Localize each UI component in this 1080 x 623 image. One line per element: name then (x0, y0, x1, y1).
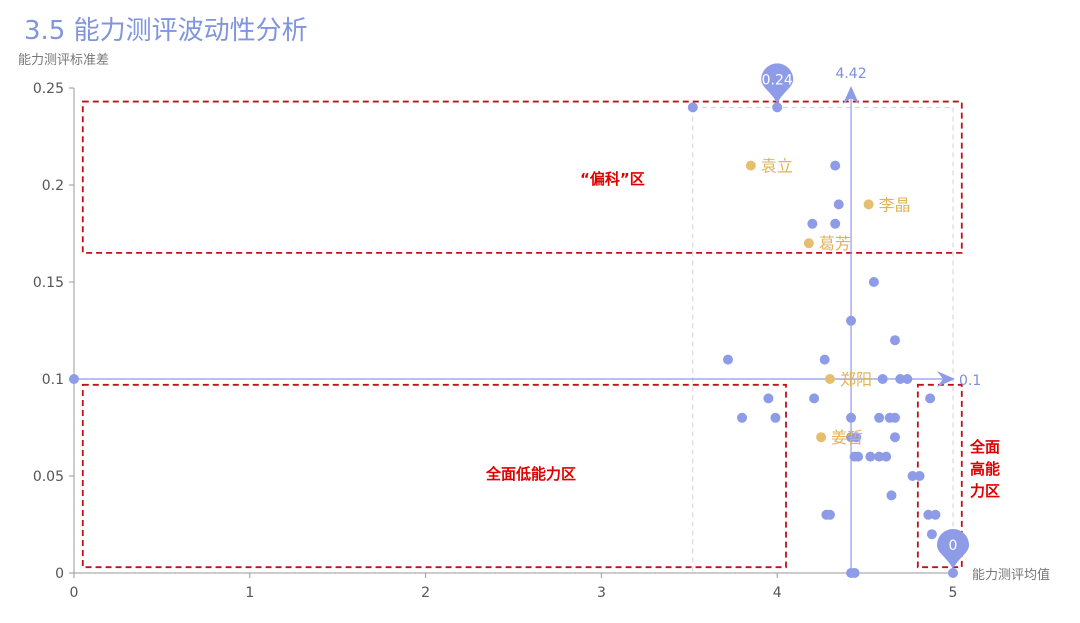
data-point (819, 354, 830, 365)
highlight-label: 郑阳 (840, 370, 872, 389)
y-tick-label: 0.25 (33, 81, 64, 97)
data-point (687, 102, 698, 113)
highlight-label: 葛芳 (819, 234, 851, 253)
mean-y-arrow (937, 371, 955, 387)
data-point (889, 335, 900, 346)
chart-title: 3.5 能力测评波动性分析 (24, 16, 308, 46)
zone-box (81, 100, 963, 254)
data-point (948, 568, 958, 578)
data-point (889, 412, 900, 423)
zone-label: “偏科”区 (580, 170, 645, 188)
data-point (763, 393, 774, 404)
mean-x-label: 4.42 (835, 66, 866, 82)
pin-marker (937, 529, 969, 569)
y-axis-title: 能力测评标准差 (18, 53, 109, 68)
data-point (914, 471, 925, 481)
data-point (737, 412, 748, 423)
y-tick-label: 0.1 (42, 372, 64, 388)
y-tick-label: 0.05 (33, 469, 64, 485)
data-point (930, 509, 941, 520)
pin-marker-label: 0 (949, 538, 958, 554)
highlight-point (816, 432, 827, 443)
data-point (830, 160, 841, 171)
data-point (846, 412, 857, 423)
data-point (849, 568, 860, 578)
data-point (874, 412, 885, 423)
data-point (722, 354, 733, 365)
data-point (881, 451, 892, 462)
mean-x-arrow (843, 86, 860, 104)
data-point (772, 102, 783, 113)
data-point (889, 432, 900, 443)
zone-label: 全面高能力区 (969, 438, 1000, 500)
data-point (926, 529, 937, 540)
data-point (851, 432, 862, 443)
data-point (846, 315, 857, 326)
zone-box (81, 383, 787, 569)
y-tick-label: 0.15 (33, 275, 64, 291)
zone-label: 全面低能力区 (485, 465, 576, 483)
data-point (923, 509, 934, 520)
highlight-point (803, 238, 814, 249)
y-tick-label: 0 (55, 566, 64, 582)
data-point (770, 412, 781, 423)
data-point (830, 218, 841, 229)
data-point (877, 374, 888, 384)
x-tick-label: 5 (949, 585, 958, 601)
highlight-point (824, 374, 835, 384)
y-tick-label: 0.2 (42, 178, 64, 194)
data-point (853, 451, 864, 462)
highlight-label: 袁立 (761, 157, 793, 176)
x-axis-title: 能力测评均值 (972, 567, 1050, 583)
data-point (925, 393, 936, 404)
pin-marker-label: 0.24 (762, 72, 793, 88)
pin-marker (761, 63, 794, 104)
highlight-point (745, 160, 756, 171)
data-point (886, 490, 897, 501)
data-point (874, 451, 885, 462)
mean-y-label: 0.1 (959, 373, 981, 389)
x-tick-label: 2 (421, 585, 430, 601)
x-tick-label: 4 (773, 585, 782, 601)
data-point (809, 393, 820, 404)
data-point (833, 199, 844, 210)
x-tick-label: 3 (597, 585, 606, 601)
x-tick-label: 0 (70, 585, 79, 601)
data-point (902, 374, 913, 384)
highlight-label: 李晶 (879, 195, 911, 214)
highlight-point (863, 199, 874, 210)
data-point (824, 509, 835, 520)
data-point (865, 451, 876, 462)
data-point (907, 471, 918, 481)
data-point (807, 218, 818, 229)
data-point (868, 277, 879, 287)
x-tick-label: 1 (245, 585, 254, 601)
highlight-label: 姜哲 (831, 428, 863, 447)
data-point (69, 374, 79, 384)
data-point (895, 374, 906, 384)
